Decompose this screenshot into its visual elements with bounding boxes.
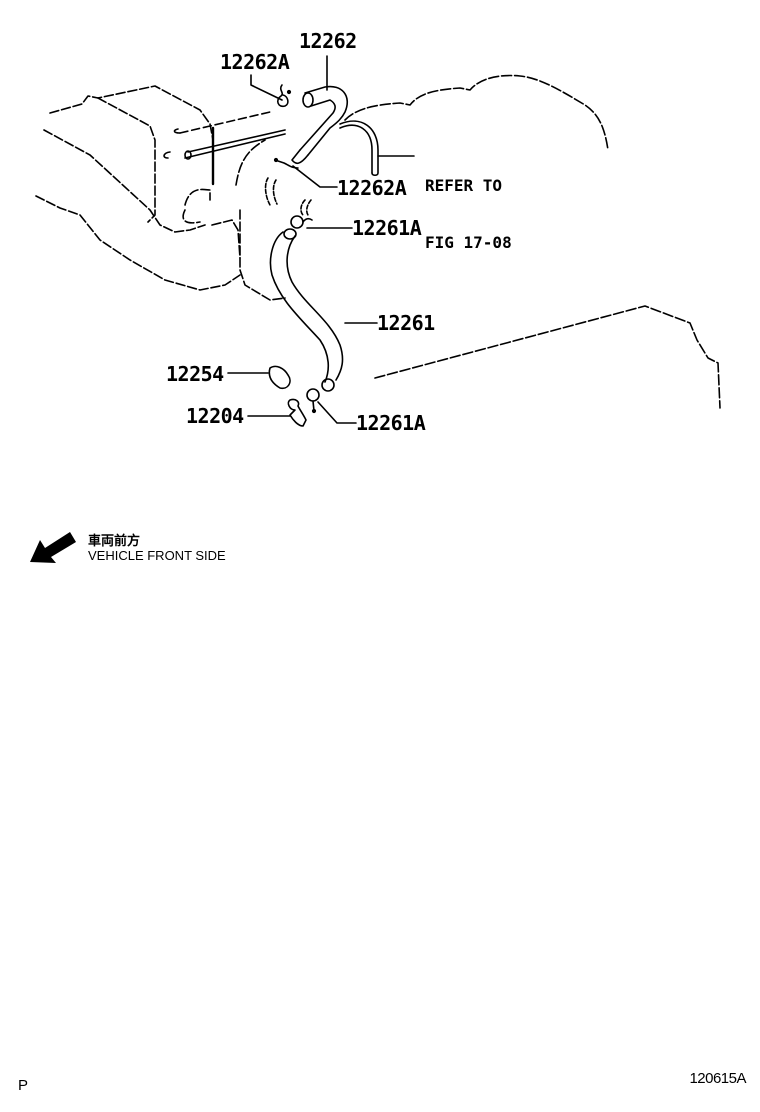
callout-12261a-upper[interactable]: 12261A xyxy=(352,216,422,240)
page-marker: P xyxy=(18,1077,29,1094)
hose-12262 xyxy=(291,85,349,165)
air-cleaner-outline xyxy=(35,85,286,301)
engine-outline xyxy=(235,74,721,409)
callout-12204[interactable]: 12204 xyxy=(186,404,244,428)
reference-note: REFER TO FIG 17-08 xyxy=(425,138,512,271)
orientation-label-en: VEHICLE FRONT SIDE xyxy=(88,548,226,563)
callout-12262a-upper[interactable]: 12262A xyxy=(220,50,290,74)
callout-12254[interactable]: 12254 xyxy=(166,362,224,386)
orientation-label-jp: 車両前方 xyxy=(88,534,141,549)
reference-line-1: REFER TO xyxy=(425,176,503,195)
figure-id: 120615A xyxy=(689,1070,746,1087)
callout-12261a-lower[interactable]: 12261A xyxy=(356,411,426,435)
callout-12262[interactable]: 12262 xyxy=(299,29,357,53)
callout-12262a-lower[interactable]: 12262A xyxy=(337,176,407,200)
callout-12261[interactable]: 12261 xyxy=(377,311,435,335)
reference-line-2: FIG 17-08 xyxy=(425,233,512,252)
hose-12261 xyxy=(269,228,344,392)
arrow-down-left-icon xyxy=(30,532,76,563)
